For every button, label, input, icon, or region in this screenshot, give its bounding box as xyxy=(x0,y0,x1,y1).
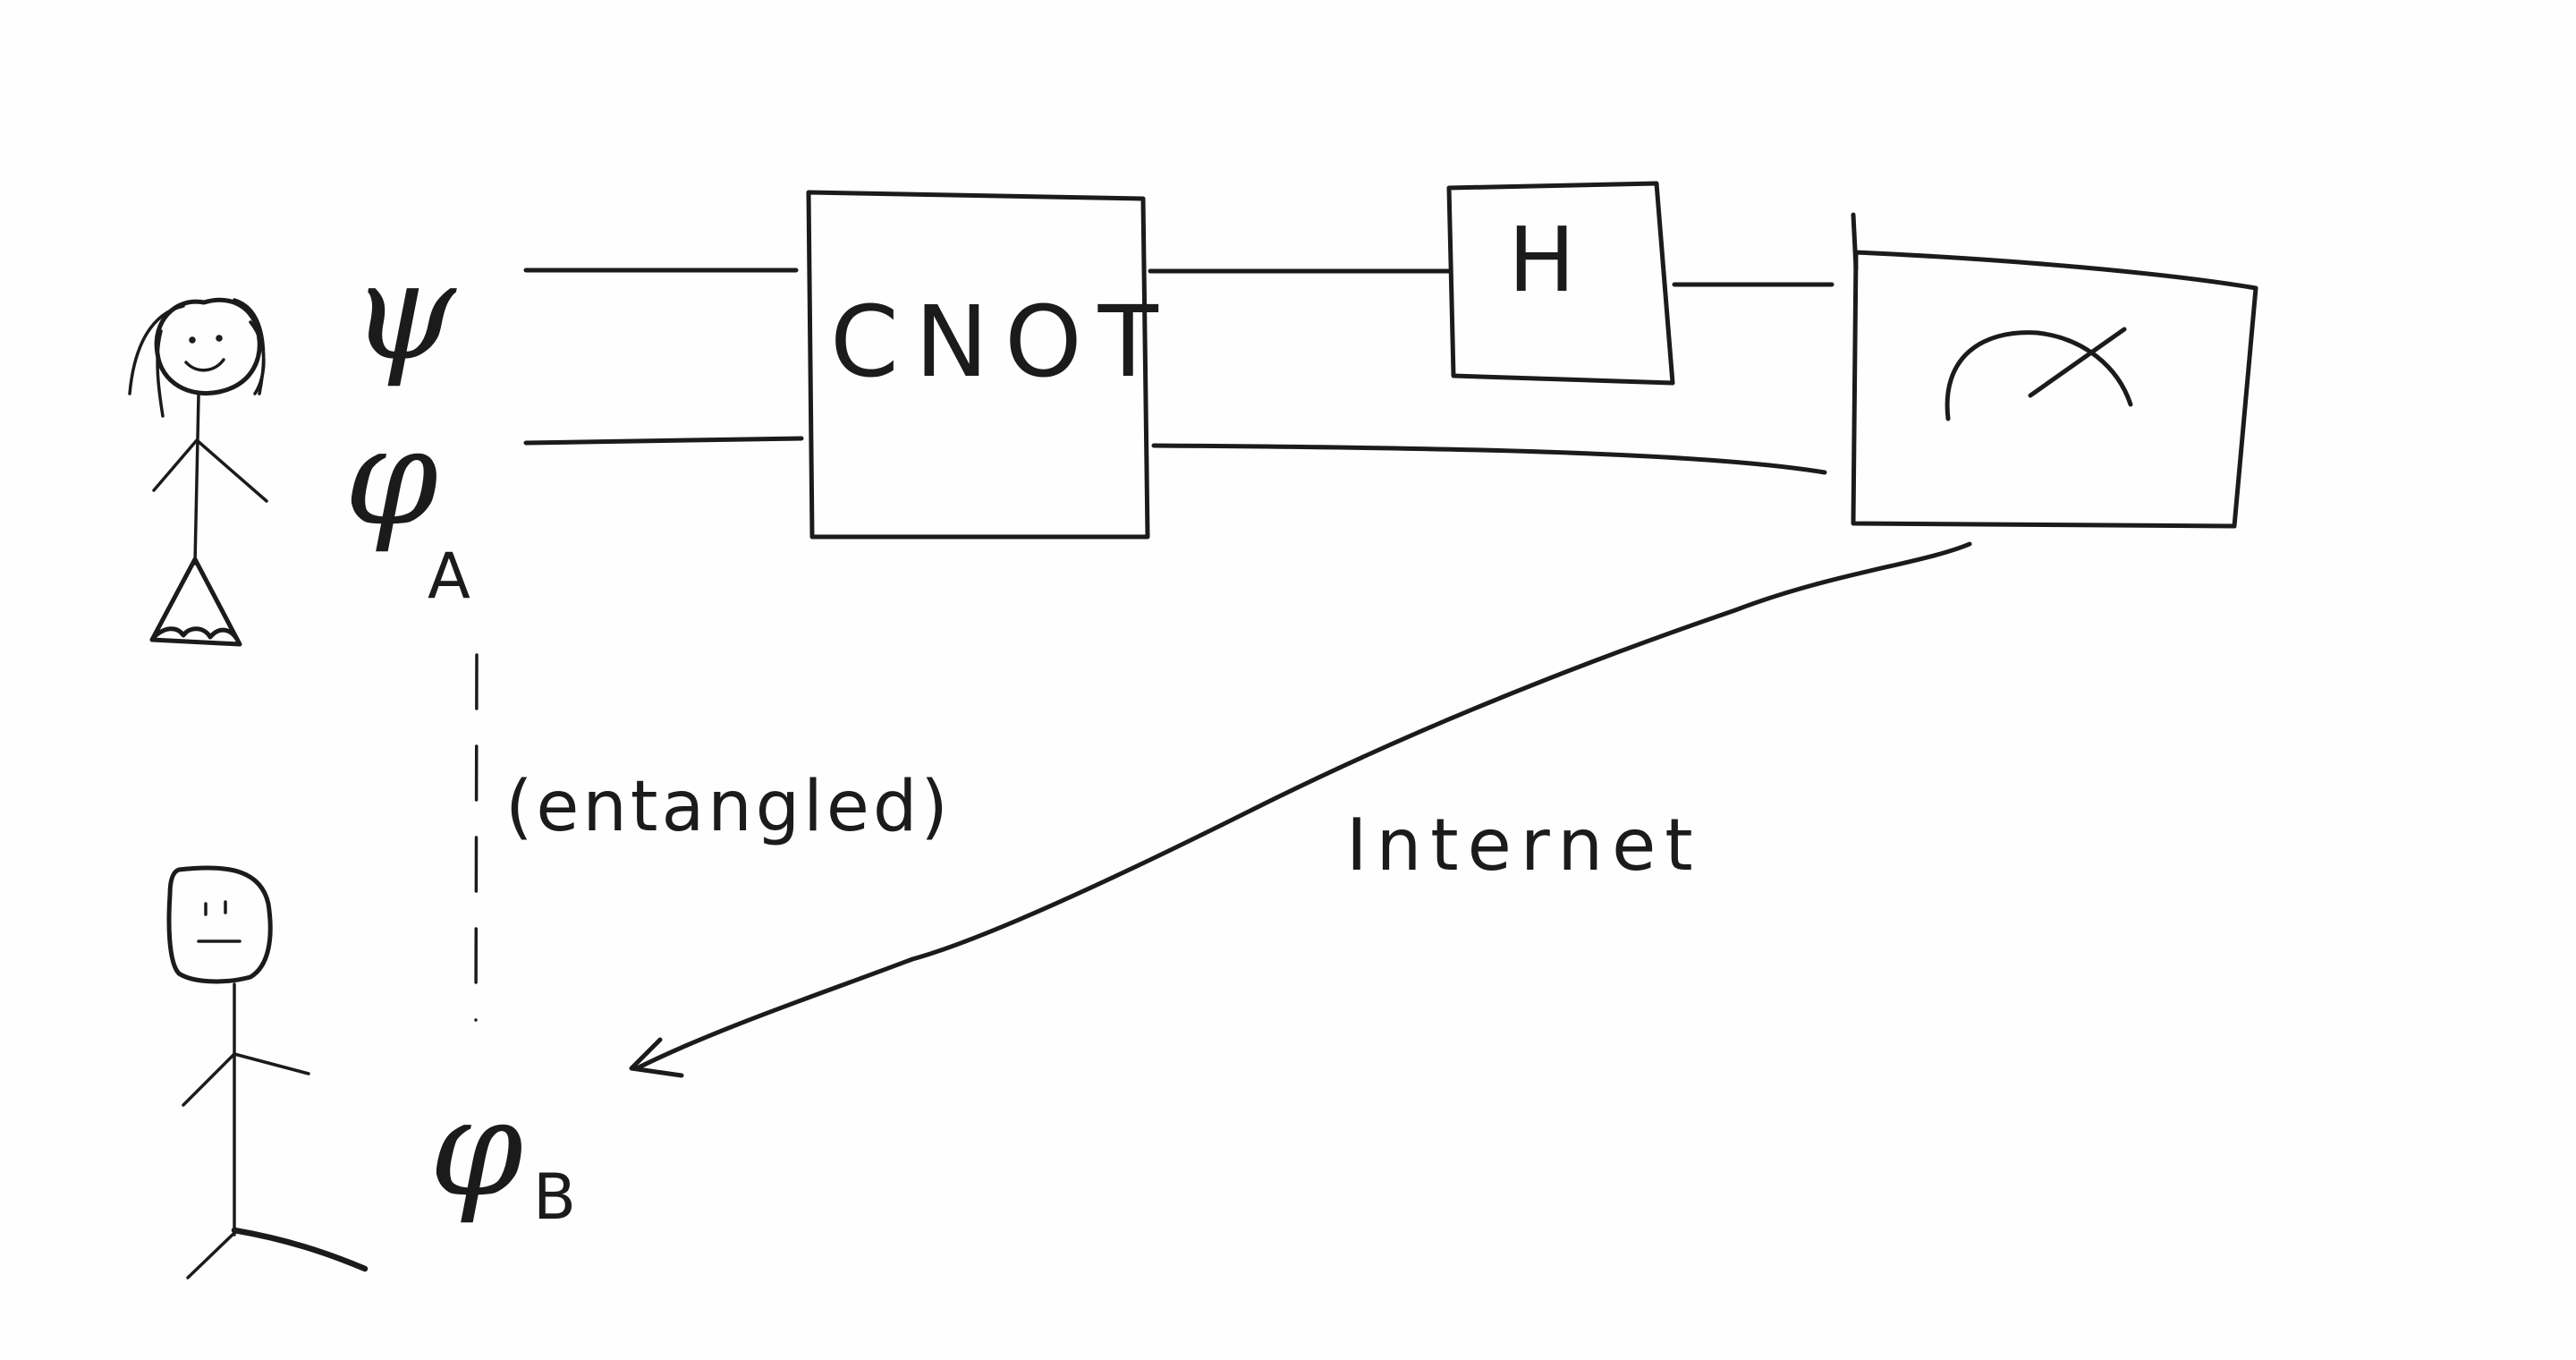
bob-head xyxy=(166,865,273,984)
wire-bottom-cnot-meter xyxy=(1151,443,1827,475)
alice-dress xyxy=(149,557,242,647)
wire-phi-a-input xyxy=(523,436,804,446)
bob-figure xyxy=(166,865,369,1279)
cnot-box xyxy=(806,190,1150,540)
state-labels: ψ φ A φ B xyxy=(344,234,576,1234)
measurement-meter-icon xyxy=(1945,330,2133,421)
cnot-label: CNOT xyxy=(830,285,1174,399)
circuit-wires xyxy=(523,268,1835,475)
meter-box xyxy=(1851,250,2258,529)
phi-a-subscript: A xyxy=(428,540,470,613)
phi-a-label: φ xyxy=(344,400,438,556)
alice-smile xyxy=(184,358,225,372)
meter-needle xyxy=(2028,327,2127,398)
entangled-link: (entangled) xyxy=(474,653,952,1022)
alice-figure xyxy=(128,297,268,647)
internet-arrow-line xyxy=(634,541,1972,1071)
entangled-label: (entangled) xyxy=(505,767,952,847)
measurement-device xyxy=(1851,212,2258,529)
alice-hair-left-2 xyxy=(156,329,165,418)
cnot-gate: CNOT xyxy=(806,190,1174,540)
psi-label: ψ xyxy=(351,234,457,390)
bob-arms xyxy=(182,1052,310,1107)
alice-arms xyxy=(152,438,268,503)
alice-hair-right-2 xyxy=(249,320,266,395)
alice-eye-left xyxy=(189,336,196,344)
internet-link: Internet xyxy=(629,541,1972,1078)
internet-arrow-head xyxy=(629,1037,684,1078)
bob-leg-left xyxy=(186,1231,236,1279)
alice-eye-right xyxy=(216,335,223,342)
phi-b-label: φ xyxy=(429,1071,523,1227)
phi-b-subscript: B xyxy=(533,1160,576,1234)
internet-label: Internet xyxy=(1346,803,1702,887)
bob-leg-right xyxy=(231,1227,369,1272)
meter-box-tick xyxy=(1851,212,1859,271)
h-gate: H xyxy=(1446,181,1675,386)
h-box xyxy=(1446,181,1675,386)
h-label: H xyxy=(1508,208,1575,312)
alice-head xyxy=(154,297,262,395)
alice-body xyxy=(193,394,200,565)
entangled-dashed-line xyxy=(474,653,479,1022)
alice-hair-left xyxy=(128,304,185,395)
